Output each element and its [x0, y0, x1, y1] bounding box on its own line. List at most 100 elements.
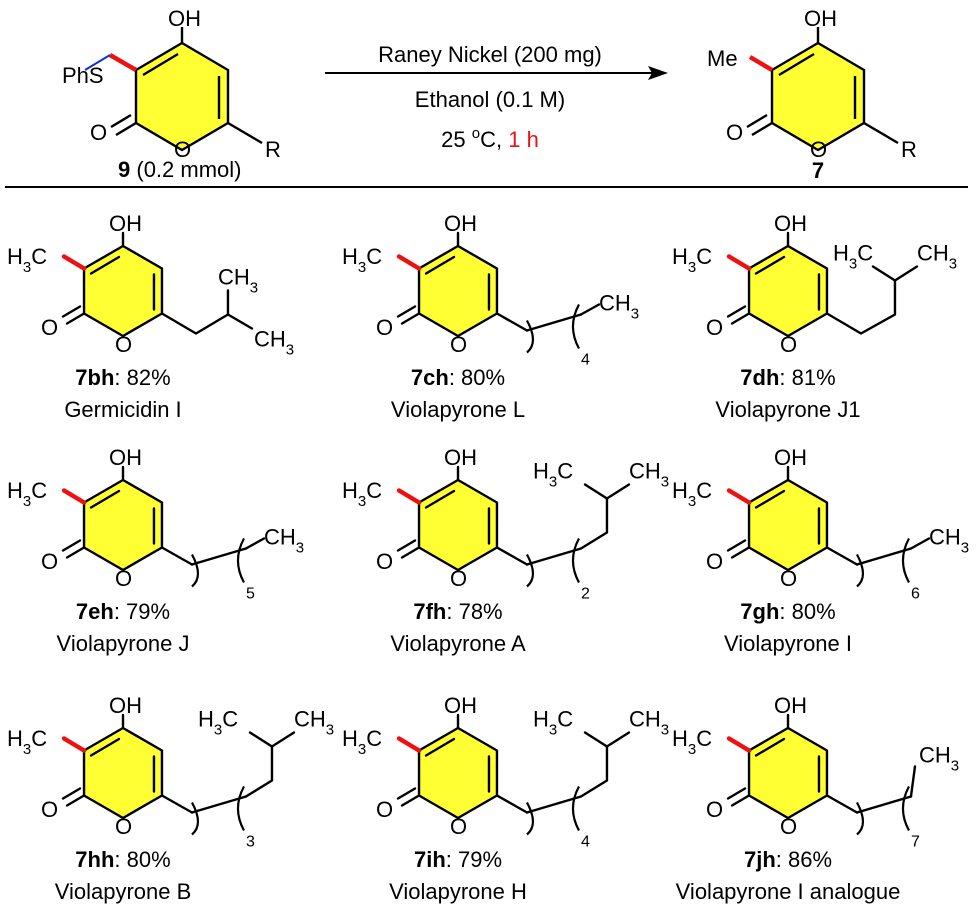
- text-segment: 3: [549, 722, 557, 739]
- pyranone-ring: [82, 726, 164, 820]
- new-cc-bond-red: [61, 254, 87, 271]
- compound-name-label: Germicidin I: [64, 397, 181, 422]
- text-segment: 3: [358, 493, 366, 510]
- compound-name: Violapyrone I analogue: [676, 879, 901, 904]
- h3c-label: H3C: [342, 478, 382, 510]
- new-cc-bond-red: [396, 254, 422, 271]
- methyl-bond: [871, 265, 897, 282]
- text-segment: OH: [444, 445, 477, 470]
- isobutyl-chain: [160, 312, 230, 335]
- repeat-count-label: 4: [581, 834, 590, 851]
- methyl-bond: [583, 731, 609, 748]
- h3c-label: H3C: [7, 478, 47, 510]
- terminal-bond: [909, 765, 917, 798]
- compound-id: 7dh: [740, 365, 779, 390]
- ring-o-label: O: [115, 814, 132, 839]
- bracket-left: [526, 319, 535, 354]
- text-segment: 3: [358, 259, 366, 276]
- r-label: R: [265, 137, 281, 162]
- text-segment: O: [376, 549, 393, 574]
- ch3-label: CH3: [919, 743, 959, 775]
- text-segment: CH: [929, 525, 961, 550]
- compound-name-label: Violapyrone A: [390, 631, 526, 656]
- compound-name: Violapyrone J: [57, 631, 190, 656]
- terminal-bond: [244, 537, 266, 550]
- text-segment: H: [833, 241, 849, 266]
- text-segment: CH: [254, 327, 286, 352]
- isopentyl-chain: [825, 279, 897, 335]
- chain-bond: [825, 794, 859, 814]
- text-segment: 4: [581, 352, 590, 369]
- bracket-right: [236, 537, 245, 584]
- compound-yield-label: 7eh: 79%: [76, 599, 170, 624]
- methyl-bond: [270, 731, 296, 748]
- text-segment: H: [7, 726, 23, 751]
- pyranone-ring: [770, 41, 866, 152]
- carbonyl-bond: [115, 121, 137, 137]
- compound-id: 7fh: [413, 599, 446, 624]
- repeat-unit-bond: [525, 795, 583, 814]
- pyranone-ring: [82, 244, 164, 338]
- text-segment: O: [115, 814, 132, 839]
- compound-id: 7ih: [414, 847, 446, 872]
- text-segment: 3: [23, 259, 31, 276]
- compound-name-label: Violapyrone J: [57, 631, 190, 656]
- product-label: 7: [812, 158, 824, 183]
- text-segment: 3: [214, 722, 222, 739]
- pyranone-ring: [134, 41, 230, 152]
- ch3-label: CH3: [929, 525, 969, 557]
- carbonyl-o-label: O: [41, 797, 58, 822]
- carbonyl-bond: [61, 539, 82, 552]
- text-segment: H: [198, 707, 214, 732]
- text-segment: OH: [109, 211, 142, 236]
- methyl-bond: [248, 731, 274, 748]
- terminal-bond: [579, 303, 601, 316]
- h3c-label: H3C: [672, 478, 712, 510]
- text-segment: H: [533, 459, 549, 484]
- reaction-arrow-head: [648, 66, 668, 80]
- text-segment: H: [342, 244, 358, 269]
- isopentyl-chain: [579, 745, 609, 798]
- text-segment: O: [450, 566, 467, 591]
- methyl-bond: [605, 731, 631, 748]
- compound-name-label: Violapyrone I: [724, 631, 852, 656]
- text-segment: 3: [250, 280, 258, 297]
- repeat-count-label: 2: [581, 586, 590, 603]
- chain-bond: [160, 794, 194, 814]
- double-bond-inner: [89, 489, 121, 509]
- yield-value: : 80%: [114, 847, 170, 872]
- carbonyl-o-label: O: [376, 797, 393, 822]
- ch3-label: CH3: [917, 241, 957, 273]
- text-segment: 3: [246, 834, 255, 851]
- carbonyl-bond: [746, 113, 768, 129]
- pyranone-ring: [747, 726, 829, 820]
- bracket-left: [856, 801, 865, 836]
- text-segment: O: [450, 332, 467, 357]
- compound-id: 7bh: [75, 365, 114, 390]
- h3c-label: H3C: [833, 241, 873, 273]
- text-segment: C: [696, 244, 712, 269]
- compound-name: Violapyrone A: [390, 631, 526, 656]
- compound-name: Violapyrone J1: [715, 397, 860, 422]
- bracket-right: [236, 785, 245, 832]
- ring-o-label: O: [780, 566, 797, 591]
- compound-name-label: Violapyrone J1: [715, 397, 860, 422]
- carbonyl-bond: [726, 305, 747, 318]
- compound-yield-label: 7ih: 79%: [414, 847, 502, 872]
- h3c-label: H3C: [198, 707, 238, 739]
- bracket-left: [526, 801, 535, 836]
- text-segment: O: [706, 797, 723, 822]
- oh-label: OH: [109, 445, 142, 470]
- ch3-label: CH3: [264, 525, 304, 557]
- compound-id: 7ch: [411, 365, 449, 390]
- yield-value: : 79%: [446, 847, 502, 872]
- double-bond-inner: [754, 737, 786, 757]
- text-segment: O: [780, 566, 797, 591]
- text-segment: OH: [109, 445, 142, 470]
